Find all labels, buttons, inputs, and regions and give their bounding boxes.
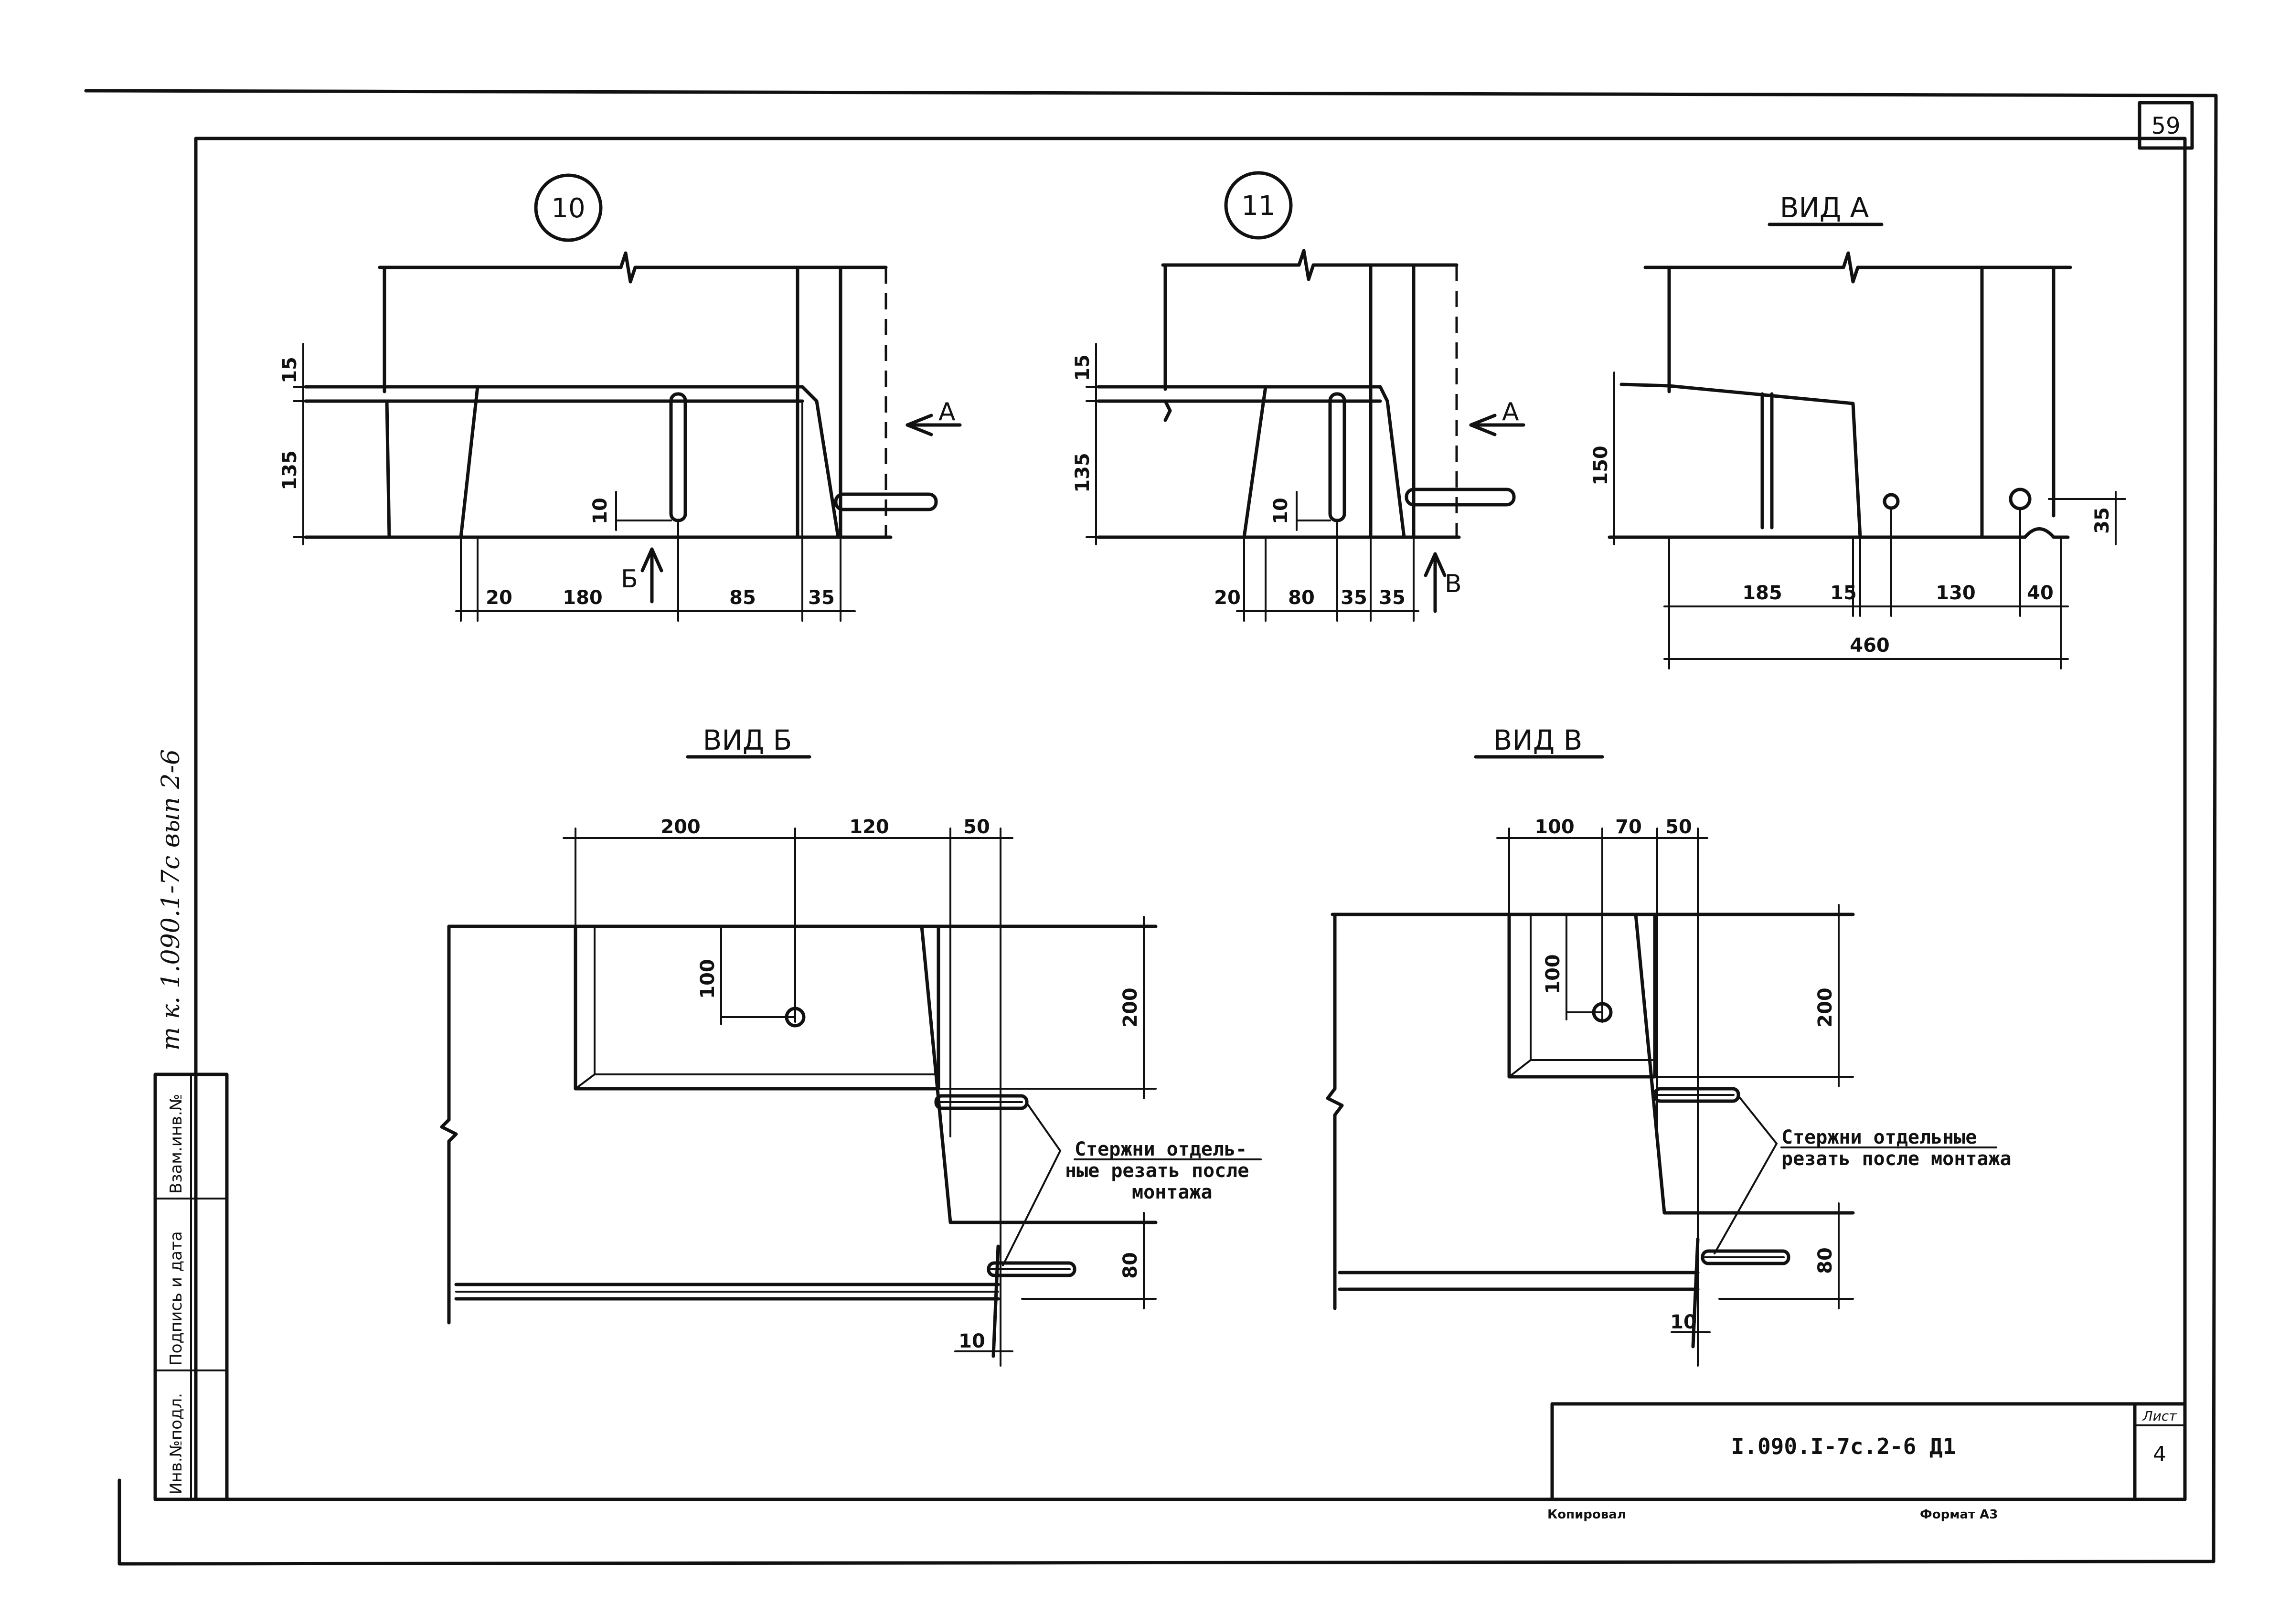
- node-11-dim-v135: 135: [1072, 453, 1094, 493]
- view-a-dim-130: 130: [1936, 582, 1976, 604]
- view-b-dim-120: 120: [849, 816, 889, 838]
- view-a-dim-v35: 35: [2091, 507, 2113, 534]
- stamp-inv-orig: Инв.№подл.: [167, 1393, 186, 1495]
- copied-label: Копировал: [1547, 1507, 1626, 1522]
- view-v-detail: ВИД В 100 70 50 100 200 80: [1326, 724, 2012, 1367]
- node-10-dim-v15: 15: [279, 357, 301, 383]
- view-b-dim-10: 10: [959, 1330, 985, 1352]
- view-v-dim-v100: 100: [1542, 954, 1564, 994]
- format-label: Формат А3: [1920, 1507, 1998, 1522]
- view-v-dim-50: 50: [1665, 816, 1692, 838]
- node-11-dim-35b: 35: [1379, 587, 1406, 609]
- node-10-detail: 10 А Б 20 180 85: [279, 173, 962, 622]
- node-10-dim-180: 180: [563, 587, 603, 609]
- node-10-marker: [534, 173, 603, 242]
- outer-page-border: [84, 89, 2218, 1566]
- node-10-dim-35: 35: [808, 587, 835, 609]
- view-b-dim-v80: 80: [1119, 1252, 1141, 1279]
- node-11-detail: 11 А В 20 80 35 35: [1072, 171, 1525, 622]
- view-b-dim-50: 50: [963, 816, 990, 838]
- node-10-arrow-a: А: [938, 398, 956, 426]
- stamp-signature-date: Подпись и дата: [167, 1231, 186, 1366]
- node-11-arrow-a: А: [1502, 398, 1519, 426]
- side-stamp: Инв.№подл. Подпись и дата Взам.инв.№: [153, 1072, 229, 1501]
- node-10-dim-85: 85: [729, 587, 756, 609]
- view-b-note-line2: ные резать после: [1065, 1160, 1249, 1182]
- document-code: I.090.I-7c.2-6 Д1: [1731, 1433, 1956, 1459]
- view-v-dim-70: 70: [1615, 816, 1642, 838]
- node-11-dim-v10: 10: [1270, 498, 1292, 524]
- view-b-note-line3: монтажа: [1132, 1181, 1213, 1203]
- node-11-dim-v15: 15: [1072, 354, 1094, 381]
- node-10-dim-v135: 135: [279, 450, 301, 490]
- view-v-dim-10: 10: [1670, 1311, 1697, 1333]
- view-a-title: ВИД А: [1780, 191, 1869, 224]
- view-a-dim-v150: 150: [1590, 446, 1612, 486]
- view-b-note-line1: Стержни отдель-: [1075, 1138, 1247, 1160]
- view-a-dim-15: 15: [1830, 582, 1857, 604]
- node-11-dim-20: 20: [1214, 587, 1241, 609]
- node-11-marker: [1224, 171, 1293, 240]
- node-11-number: 11: [1241, 191, 1275, 222]
- sheet-number: 4: [2153, 1442, 2166, 1466]
- node-11-dim-80: 80: [1288, 587, 1315, 609]
- view-b-title: ВИД Б: [703, 724, 792, 756]
- page-number: 59: [2151, 113, 2180, 139]
- page-number-box: [2138, 101, 2194, 150]
- sheet-label: Лист: [2142, 1408, 2177, 1424]
- view-a-dim-40: 40: [2027, 582, 2054, 604]
- node-11-dim-35a: 35: [1341, 587, 1367, 609]
- view-v-dim-v200: 200: [1814, 987, 1836, 1028]
- view-v-dim-100: 100: [1534, 816, 1575, 838]
- title-block: I.090.I-7c.2-6 Д1 Лист 4: [1550, 1402, 2187, 1501]
- view-b-dim-200: 200: [660, 816, 701, 838]
- node-11-arrow-v: В: [1445, 570, 1462, 598]
- view-b-dim-v200: 200: [1119, 987, 1141, 1028]
- node-10-arrow-b: Б: [621, 565, 638, 594]
- inner-frame: [194, 137, 2187, 1501]
- view-v-title: ВИД В: [1493, 724, 1583, 756]
- view-a-dim-185: 185: [1742, 582, 1782, 604]
- node-10-dim-v10: 10: [589, 498, 611, 524]
- view-a-dim-460: 460: [1850, 635, 1890, 657]
- node-10-dim-20: 20: [486, 587, 512, 609]
- side-note: т к. 1.090.1-7с вып 2-6: [157, 749, 185, 1051]
- stamp-inv-replace: Взам.инв.№: [167, 1094, 186, 1194]
- view-v-note-line1: Стержни отдельные: [1781, 1126, 1977, 1148]
- view-b-detail: ВИД Б 200 120 50 100 200 80: [440, 724, 1262, 1367]
- view-a-detail: ВИД А 185 15 130 40 460 150 35: [1590, 191, 2126, 669]
- view-v-note-line2: резать после монтажа: [1781, 1148, 2012, 1170]
- node-10-number: 10: [551, 193, 585, 224]
- view-b-dim-v100: 100: [697, 959, 719, 999]
- view-v-dim-v80: 80: [1814, 1247, 1836, 1274]
